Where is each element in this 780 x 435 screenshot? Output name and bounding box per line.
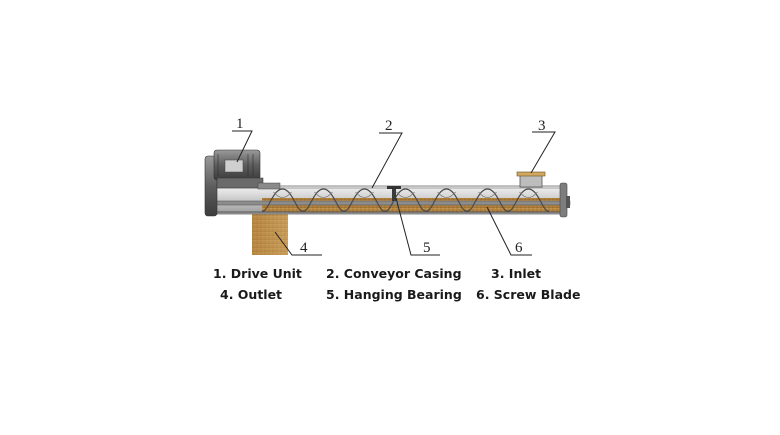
screw-flight: [302, 188, 345, 212]
screw-flight-shade: [519, 191, 538, 198]
legend-drive-unit: 1. Drive Unit: [213, 266, 302, 281]
callout-6: 6: [515, 240, 523, 256]
screw-flight: [466, 188, 509, 212]
leader-5: [395, 197, 440, 256]
end-flange: [559, 182, 570, 218]
inlet: [516, 171, 546, 188]
callout-2: 2: [385, 118, 393, 134]
callout-5: 5: [423, 240, 431, 256]
screw-flight: [425, 188, 468, 212]
leader-6: [486, 206, 532, 256]
leader-lines: [232, 130, 556, 256]
screw-flight-shade: [355, 191, 374, 198]
legend-screw-blade: 6. Screw Blade: [476, 287, 581, 302]
drive-unit: [204, 149, 281, 217]
hanging-bearing: [387, 186, 401, 201]
callout-3: 3: [538, 118, 546, 134]
conveyor-casing: [209, 185, 571, 215]
legend-conveyor-casing: 2. Conveyor Casing: [326, 266, 462, 281]
screw-flight: [343, 188, 386, 212]
screw-flight-shade: [396, 191, 415, 198]
screw-flight: [507, 188, 550, 212]
screw-blade: [261, 188, 550, 212]
leader-3: [530, 131, 556, 174]
screw-flight: [384, 188, 427, 212]
screw-flight-shade: [273, 191, 292, 198]
screw-flight-shade: [478, 191, 497, 198]
callout-1: 1: [236, 116, 244, 132]
legend-outlet: 4. Outlet: [220, 287, 283, 302]
legend-inlet: 3. Inlet: [491, 266, 542, 281]
leader-4: [274, 231, 322, 256]
screw-flight-shade: [437, 191, 456, 198]
screw-flight: [261, 188, 304, 212]
leader-1: [232, 130, 253, 163]
legend-hanging-bearing: 5. Hanging Bearing: [326, 287, 462, 302]
screw-flight-shade: [314, 191, 333, 198]
leader-2: [371, 132, 403, 189]
callout-4: 4: [300, 240, 308, 256]
